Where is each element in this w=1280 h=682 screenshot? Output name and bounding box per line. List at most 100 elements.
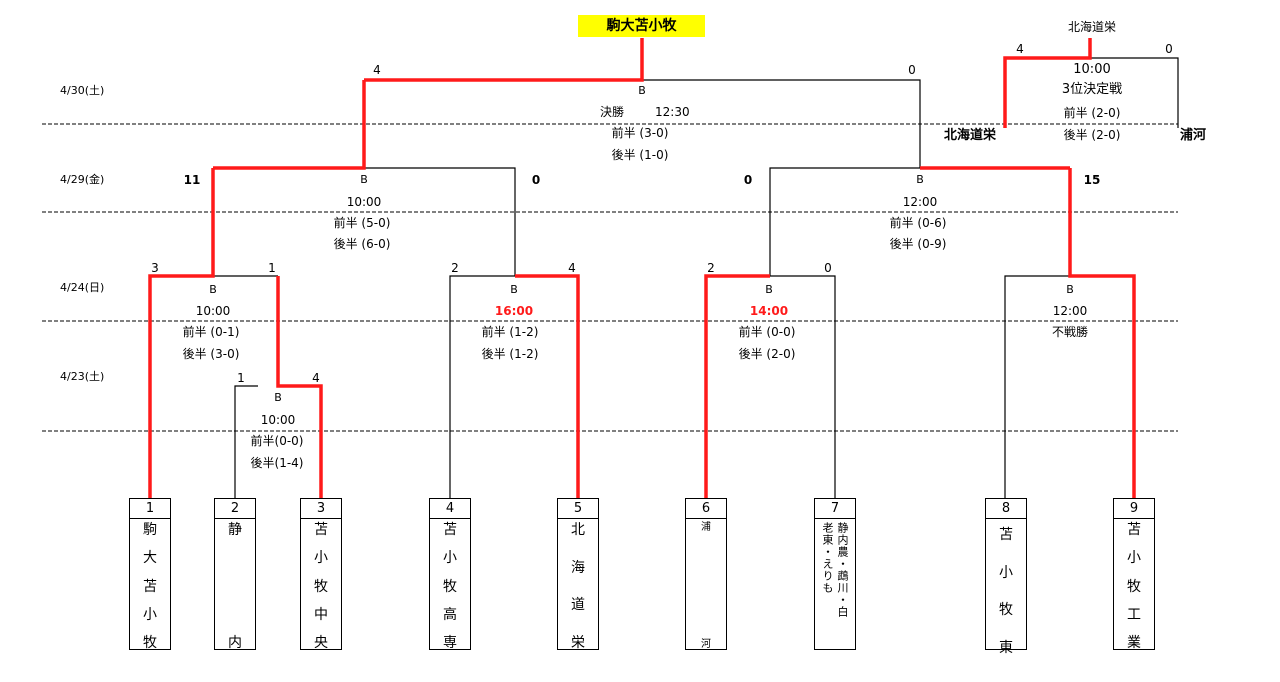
team-name: 北 海 道 栄 xyxy=(558,519,598,653)
match-time: 14:00 xyxy=(749,304,789,318)
team-number: 3 xyxy=(301,499,341,519)
first-half: 前半 (5-0) xyxy=(333,216,391,230)
team-number: 9 xyxy=(1114,499,1154,519)
team-name-char: 牧 xyxy=(443,578,457,595)
first-half: 前半 (3-0) xyxy=(611,126,669,140)
team-name-char: 苫 xyxy=(143,578,157,595)
team-number: 2 xyxy=(215,499,255,519)
team-number: 5 xyxy=(558,499,598,519)
third-place-label: 3位決定戦 xyxy=(1061,82,1123,97)
score-left: 4 xyxy=(1016,42,1024,56)
team-name-char: 道 xyxy=(571,597,585,614)
team-name-char: 小 xyxy=(314,550,328,567)
match-time: 10:00 xyxy=(1073,62,1111,77)
winner-line xyxy=(213,80,366,170)
score-left: 1 xyxy=(237,371,245,385)
team-name: 苫 小 牧 高 専 xyxy=(430,519,470,653)
final-label: 決勝 xyxy=(600,105,625,119)
second-half: 後半 (6-0) xyxy=(333,237,391,251)
team-name: 苫 小 牧 中 央 xyxy=(301,519,341,653)
team-box-1: 1 駒 大 苫 小 牧 xyxy=(129,498,171,653)
court-label: B xyxy=(274,391,282,404)
team-number: 1 xyxy=(130,499,170,519)
team-name-char: 牧 xyxy=(314,578,328,595)
winner-line xyxy=(704,274,770,498)
match-time: 10:00 xyxy=(346,195,382,209)
loser-line xyxy=(364,167,516,276)
second-half: 後半 (1-2) xyxy=(481,347,539,361)
team-name-char: 東 xyxy=(999,639,1013,656)
team-name-char: 海 xyxy=(571,559,585,576)
team-name-char: 中 xyxy=(314,606,328,623)
winner-line xyxy=(364,38,644,82)
team-name-char: 駒 xyxy=(143,522,157,538)
team-name: 苫 小 牧 東 xyxy=(986,519,1026,668)
team-name: 浦 河 xyxy=(686,519,726,653)
team-name-char: 浦 xyxy=(701,522,711,533)
first-half: 前半 (0-6) xyxy=(889,216,947,230)
score-right: 15 xyxy=(1083,173,1101,187)
score-right: 0 xyxy=(531,173,541,187)
date-label: 4/23(土) xyxy=(60,370,105,383)
team-name-char: 栄 xyxy=(571,634,585,651)
date-label: 4/29(金) xyxy=(60,173,105,186)
second-half: 後半 (2-0) xyxy=(1063,128,1121,142)
third-team-right: 浦河 xyxy=(1180,128,1207,143)
team-name-char: 業 xyxy=(1127,635,1141,651)
team-name-char: 工 xyxy=(1127,606,1141,623)
court-label: B xyxy=(360,173,368,186)
match-time: 16:00 xyxy=(494,304,534,318)
team-name-char: 小 xyxy=(999,564,1013,581)
match-time: 12:00 xyxy=(902,195,938,209)
champion-banner: 駒大苫小牧 xyxy=(578,15,705,37)
team-name-char: 河 xyxy=(701,639,711,650)
second-half: 後半(1-4) xyxy=(250,456,304,470)
team-name-char: 苫 xyxy=(1127,522,1141,538)
date-label: 4/30(土) xyxy=(60,84,105,97)
winner-line xyxy=(276,276,323,498)
team-box-7: 7 静内農・鵡川・白 老東・えりも xyxy=(814,498,856,650)
match-time: 12:30 xyxy=(655,105,690,119)
winner-line xyxy=(515,274,580,498)
team-name: 駒 大 苫 小 牧 xyxy=(130,519,170,653)
third-place-winner: 北海道栄 xyxy=(1067,20,1117,34)
team-box-2: 2 静 内 xyxy=(214,498,256,651)
team-name-char: 牧 xyxy=(999,602,1013,619)
match-time: 10:00 xyxy=(195,304,231,318)
team-box-3: 3 苫 小 牧 中 央 xyxy=(300,498,342,653)
winner-line xyxy=(1003,38,1092,128)
loser-line xyxy=(769,167,920,276)
score-right: 0 xyxy=(824,261,832,275)
loser-line xyxy=(642,79,921,168)
winner-line xyxy=(148,168,215,498)
team-box-9: 9 苫 小 牧 工 業 xyxy=(1113,498,1155,651)
score-left: 2 xyxy=(451,261,459,275)
team-name-char: 苫 xyxy=(999,527,1013,543)
team-name-char: 小 xyxy=(443,550,457,567)
second-half: 後半 (1-0) xyxy=(611,148,669,162)
loser-line xyxy=(770,275,836,498)
team-name-char: 北 xyxy=(571,522,585,538)
team-box-6: 6 浦 河 xyxy=(685,498,727,650)
match-time: 10:00 xyxy=(260,413,296,427)
first-half: 前半 (2-0) xyxy=(1063,106,1121,120)
team-number: 8 xyxy=(986,499,1026,519)
team-name-char: 静 xyxy=(228,522,242,538)
team-name-char: 高 xyxy=(443,606,457,623)
team-name: 静内農・鵡川・白 老東・えりも xyxy=(815,519,855,651)
team-number: 4 xyxy=(430,499,470,519)
team-name-char: 牧 xyxy=(1127,578,1141,595)
loser-line xyxy=(449,275,515,498)
second-half: 後半 (2-0) xyxy=(738,347,796,361)
team-box-4: 4 苫 小 牧 高 専 xyxy=(429,498,471,653)
team-number: 6 xyxy=(686,499,726,519)
score-left: 2 xyxy=(707,261,715,275)
score-right: 0 xyxy=(1165,42,1173,56)
team-name-char: 内 xyxy=(228,635,242,651)
first-half: 前半(0-0) xyxy=(250,434,304,448)
team-name-char: 専 xyxy=(443,635,457,651)
team-name-char: 大 xyxy=(143,550,157,567)
score-left: 4 xyxy=(373,63,381,77)
team-name-column: 老東・えりも xyxy=(821,522,834,594)
score-right: 4 xyxy=(568,261,576,275)
